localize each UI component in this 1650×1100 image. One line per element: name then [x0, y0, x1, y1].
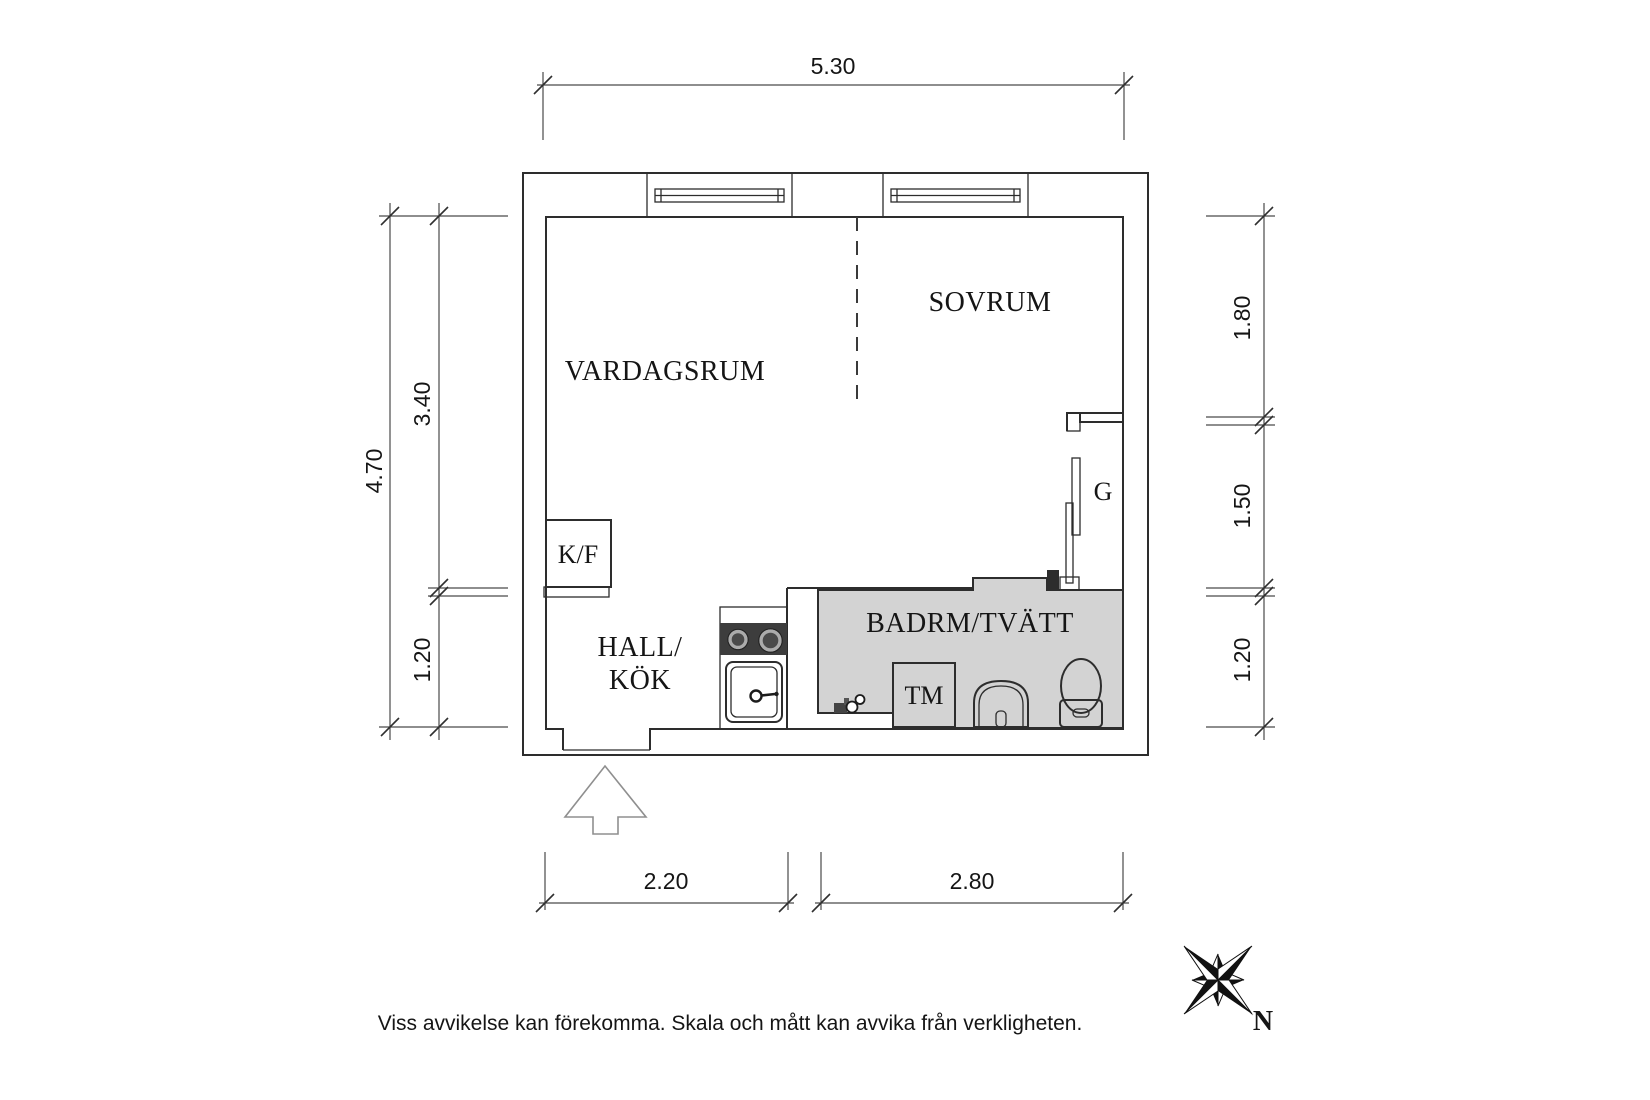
stove-burner-right-ring: [758, 628, 783, 653]
wall-stub-below-fridge: [543, 586, 610, 598]
dim-tick: [1254, 586, 1274, 606]
dim-tick: [429, 717, 449, 737]
dim-value-right-lower: 1.20: [1229, 638, 1255, 683]
closet-wall-stub-corner: [1066, 412, 1081, 432]
dim-tick: [380, 717, 400, 737]
toilet-tank: [1059, 699, 1103, 728]
dim-tick: [1113, 893, 1133, 913]
fixture-label-wardrobe: G: [1094, 477, 1113, 506]
kitchen: [543, 519, 788, 730]
washbasin-tap: [995, 710, 1007, 728]
washbasin-inner: [978, 685, 1024, 727]
dim-value-left-total: 4.70: [361, 449, 387, 494]
dim-tick: [429, 586, 449, 606]
bathroom-fixtures: [834, 658, 1103, 728]
bathroom-door-stub: [1047, 570, 1059, 590]
dim-tick: [380, 206, 400, 226]
entrance-arrow-icon: [563, 764, 648, 835]
stove-burner-left-ring: [727, 628, 749, 651]
stove-burner-right: [759, 629, 782, 652]
closet-wall-stub-small: [1059, 576, 1080, 591]
room-label-hall-line2: KÖK: [609, 665, 671, 696]
faucet-spout: [760, 692, 776, 697]
dim-tick: [535, 893, 555, 913]
dim-value-left-lower: 1.20: [409, 638, 435, 683]
opening-mask: [564, 728, 649, 749]
dim-value-right-upper: 1.80: [1229, 296, 1255, 341]
toilet-bowl: [1060, 658, 1102, 714]
entrance-opening: [562, 728, 651, 751]
dim-tick: [429, 206, 449, 226]
dim-tick: [1254, 717, 1274, 737]
window-north-right: [882, 173, 1029, 217]
outer-wall: [522, 172, 1149, 756]
kitchen-counter: [719, 606, 788, 730]
mixer-knob-2: [854, 694, 866, 705]
compass-point: [1183, 978, 1219, 1015]
toilet-flush-button: [1072, 708, 1090, 718]
dim-value-bottom-left: 2.20: [644, 868, 689, 894]
shower-mixer-icon: [834, 694, 866, 714]
sliding-door-panel-1: [1071, 457, 1081, 536]
building-walls: [522, 172, 1149, 756]
compass-north-label: N: [1253, 1006, 1273, 1037]
room-label-sovrum: SOVRUM: [929, 287, 1052, 318]
dim-tick: [778, 893, 798, 913]
dim-value-left-upper: 3.40: [409, 382, 435, 427]
dimension-top: 5.30: [533, 53, 1134, 140]
dim-tick: [811, 893, 831, 913]
compass-rose-icon: N: [1183, 945, 1273, 1037]
disclaimer-text: Viss avvikelse kan förekomma. Skala och …: [378, 1012, 1083, 1035]
dim-value-bottom-right: 2.80: [950, 868, 995, 894]
dim-tick: [533, 75, 553, 95]
stove-burner-left: [728, 629, 748, 650]
mixer-pipe: [844, 698, 849, 705]
mixer-body: [834, 703, 847, 713]
wardrobe-area: [1065, 412, 1123, 584]
washing-machine-box: [892, 662, 956, 728]
fixture-label-fridge-freezer: K/F: [558, 540, 598, 569]
dimension-right: 1.80 1.50 1.20: [1206, 203, 1275, 740]
bathroom-floor: [817, 577, 1124, 729]
dim-value-right-middle: 1.50: [1229, 484, 1255, 529]
dim-tick: [1254, 407, 1274, 427]
dim-tick: [1114, 75, 1134, 95]
closet-wall-stub-top: [1066, 412, 1123, 431]
dim-tick: [1254, 415, 1274, 435]
room-label-badrm-tvatt: BADRM/TVÄTT: [866, 608, 1074, 639]
window-north-left: [646, 173, 793, 217]
dim-value-top: 5.30: [811, 53, 856, 79]
dim-tick: [1254, 206, 1274, 226]
dim-tick: [429, 578, 449, 598]
dim-tick: [1254, 578, 1274, 598]
room-label-hall-line1: HALL/: [598, 632, 683, 663]
dimension-bottom: 2.20 2.80: [535, 852, 1133, 913]
compass-point: [1183, 945, 1220, 981]
dimension-left: 4.70 3.40 1.20: [361, 203, 508, 740]
fixture-label-washing-machine: TM: [905, 681, 944, 710]
mixer-knob-1: [845, 700, 859, 714]
room-label-vardagsrum: VARDAGSRUM: [565, 356, 766, 387]
faucet-base: [749, 689, 763, 703]
sliding-door-panel-2: [1065, 502, 1074, 584]
compass-point: [1216, 979, 1253, 1015]
faucet-knob: [774, 691, 779, 697]
inner-wall: [545, 216, 1124, 730]
washbasin: [973, 679, 1029, 728]
kitchen-sink: [725, 661, 783, 723]
